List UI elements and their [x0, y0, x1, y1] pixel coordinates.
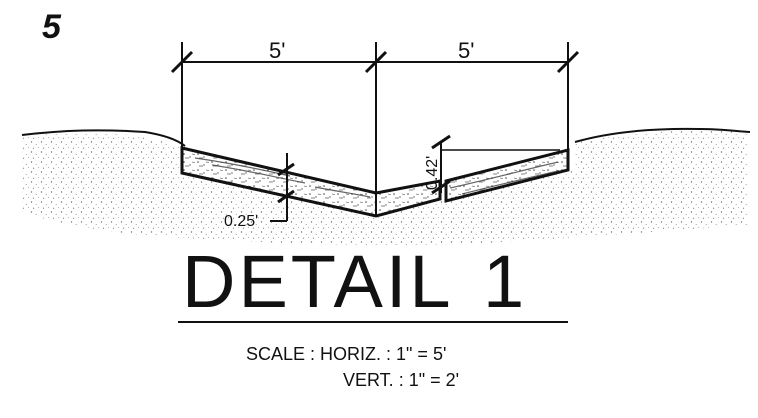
left-width-label: 5' [269, 38, 285, 63]
left-thickness-label: 0.25' [224, 213, 258, 230]
sheet-number: 5 [42, 8, 62, 46]
left-thickness-dimension [270, 153, 295, 222]
scale-line-1: SCALE : HORIZ. : 1" = 5' [246, 344, 446, 364]
detail-title: DETAIL [182, 240, 454, 323]
detail-number: 1 [483, 240, 527, 323]
ground-line [21, 127, 751, 147]
scale-line-2: VERT. : 1" = 2' [343, 370, 459, 390]
horizontal-dimensions [170, 42, 580, 194]
right-depth-dimension [431, 134, 560, 195]
soil-stipple [22, 130, 748, 246]
right-depth-label: 0.42' [424, 156, 441, 190]
right-width-label: 5' [458, 38, 474, 63]
slab-texture-strokes [194, 157, 559, 198]
